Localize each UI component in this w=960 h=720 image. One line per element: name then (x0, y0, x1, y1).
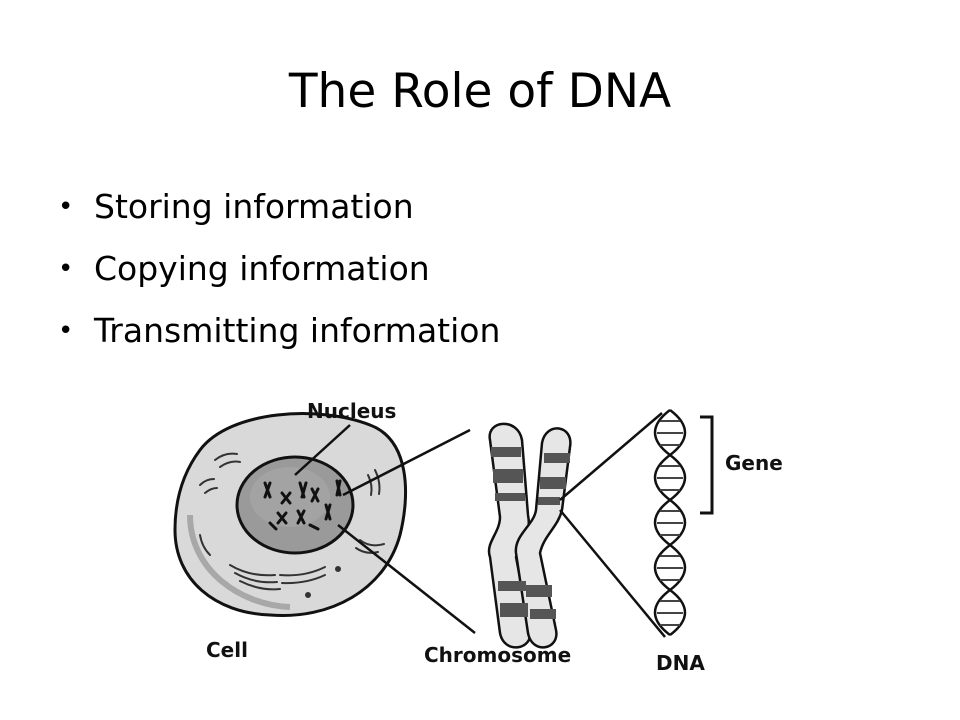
dna-strand-a (653, 409, 687, 636)
chromosome-label: Chromosome (424, 643, 571, 667)
nucleus-label: Nucleus (307, 399, 396, 423)
chromosome-bands (491, 447, 570, 619)
gene-bracket (700, 415, 714, 515)
dna-label: DNA (656, 651, 705, 675)
cell-dna-diagram: Nucleus Gene Cell Chromosome DNA (173, 399, 783, 675)
bullet-item: • Copying information (58, 238, 500, 300)
cell-label: Cell (206, 638, 248, 662)
nucleus-to-chromosome-line-top (342, 428, 471, 497)
nucleus-to-chromosome-line-bottom (337, 524, 476, 634)
bullet-item: • Storing information (58, 176, 500, 238)
gene-label: Gene (725, 451, 783, 475)
bullet-text: Storing information (94, 187, 414, 226)
bullet-list: • Storing information • Copying informatio… (58, 176, 500, 362)
chromosome-to-dna-line-bottom (559, 509, 666, 638)
bullet-dot-icon: • (58, 316, 74, 346)
slide-title: The Role of DNA (288, 64, 672, 119)
connector-lines (294, 412, 666, 638)
bullet-text: Copying information (94, 249, 430, 288)
chromosome-illustration (487, 422, 572, 649)
cell-organelles (199, 452, 385, 598)
nucleus-chromosomes (263, 479, 342, 531)
cell-inner-shadow (187, 514, 291, 610)
nucleus-highlight (250, 467, 330, 527)
dna-strand-b (653, 409, 687, 636)
dna-base-pairs (657, 420, 683, 626)
cell-illustration (173, 412, 408, 618)
bullet-item: • Transmitting information (58, 300, 500, 362)
dna-helix-illustration (653, 409, 687, 636)
nucleus-pointer-line (294, 424, 351, 476)
bullet-text: Transmitting information (94, 311, 501, 350)
bullet-dot-icon: • (58, 192, 74, 222)
chromosome-to-dna-line-top (559, 412, 663, 501)
bullet-dot-icon: • (58, 254, 74, 284)
